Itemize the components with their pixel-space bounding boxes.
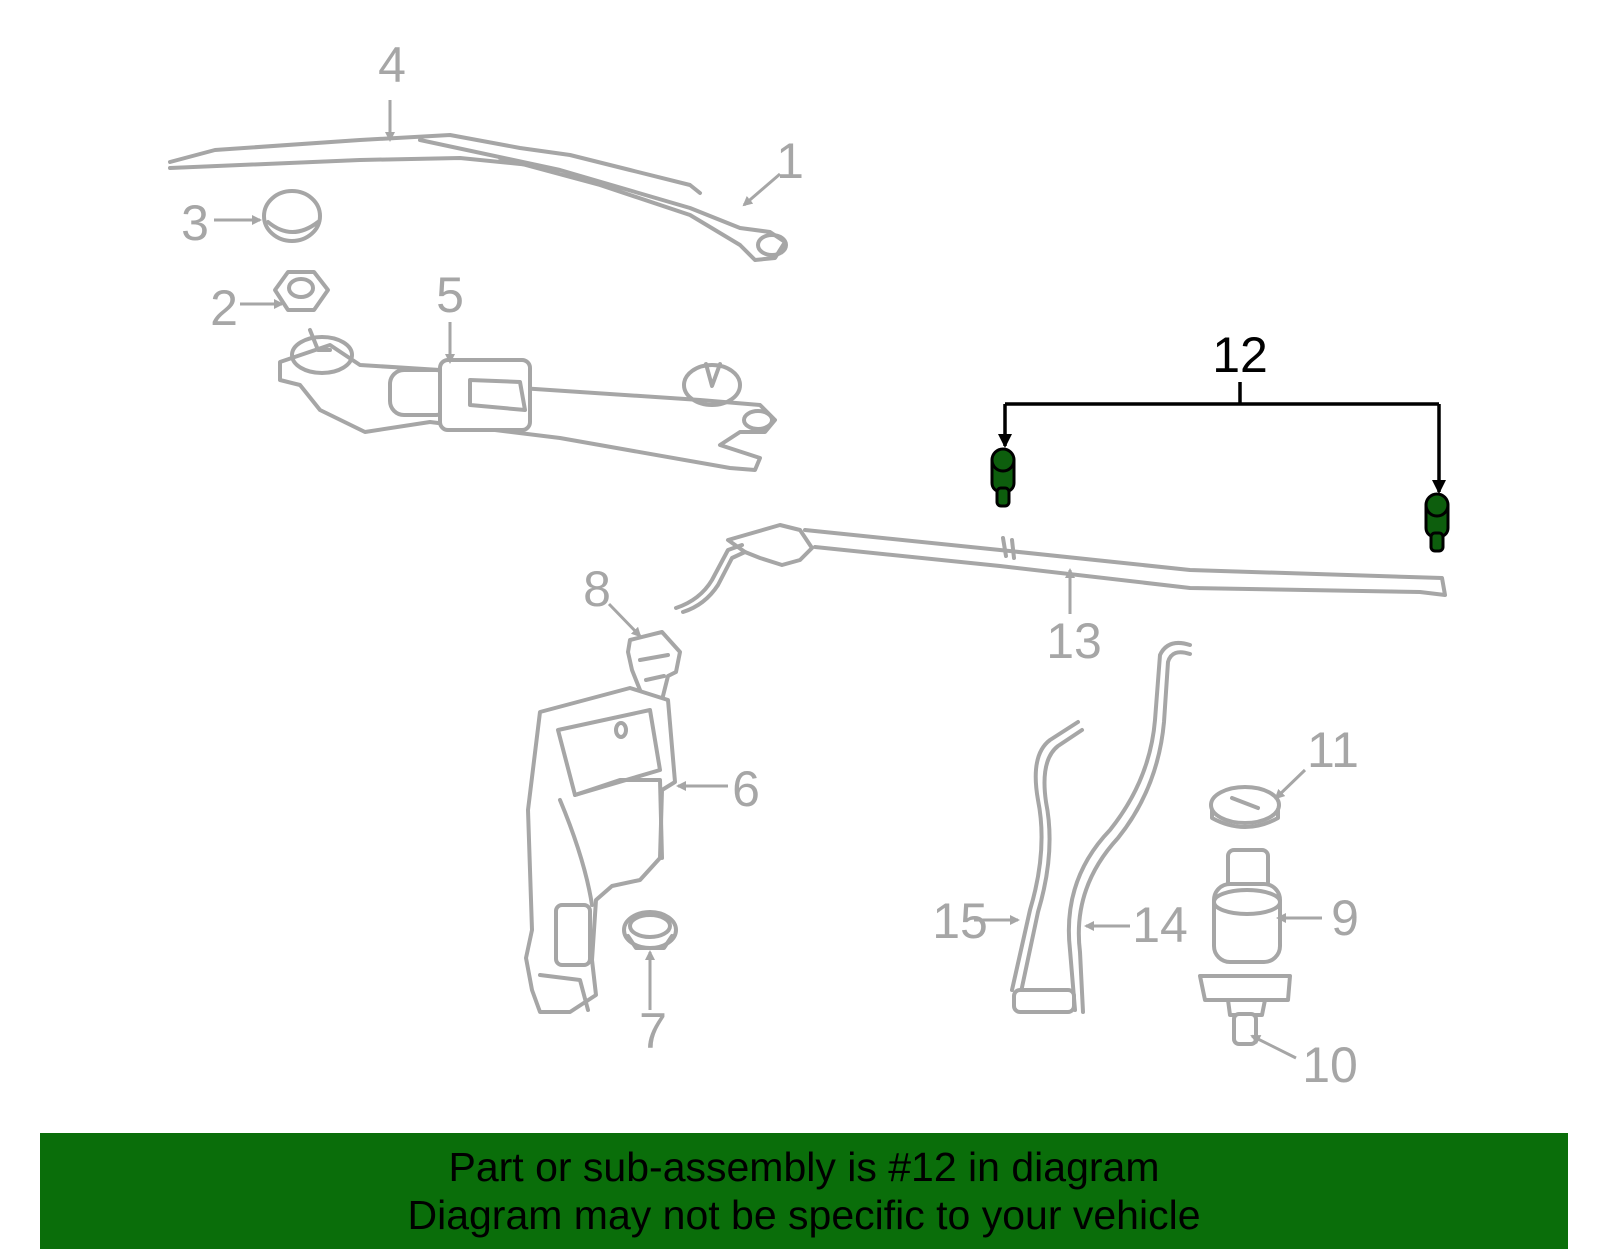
washer-hose-part	[674, 523, 1447, 614]
callout-1: 1	[776, 133, 804, 189]
callout-11: 11	[1307, 722, 1359, 778]
callout-6: 6	[732, 761, 760, 817]
wiper-arm-part	[418, 138, 788, 262]
washer-reservoir-part	[524, 686, 677, 1014]
washer-nozzle-left-part	[990, 447, 1016, 508]
callout-14: 14	[1132, 897, 1188, 953]
highlight-banner: Part or sub-assembly is #12 in diagram D…	[40, 1133, 1568, 1249]
wiper-blade-part	[168, 133, 702, 195]
callout-5: 5	[436, 267, 464, 323]
pump-seal-part	[1209, 785, 1281, 829]
banner-line-1: Part or sub-assembly is #12 in diagram	[448, 1144, 1160, 1190]
leader-8	[607, 602, 642, 638]
callout-4: 4	[378, 37, 406, 93]
leader-11	[1274, 768, 1307, 800]
washer-pump-part	[1198, 848, 1292, 1017]
banner-line-2: Diagram may not be specific to your vehi…	[407, 1192, 1201, 1238]
callout-12: 12	[1212, 327, 1268, 383]
washer-nozzle-right-part	[1424, 492, 1450, 553]
callout-13: 13	[1046, 613, 1102, 669]
leader-12-bracket	[998, 382, 1446, 494]
callout-3: 3	[181, 195, 209, 251]
hose-14-part	[1066, 641, 1192, 1014]
callout-9: 9	[1331, 890, 1359, 946]
callout-2: 2	[210, 280, 238, 336]
callout-8: 8	[583, 561, 611, 617]
wiper-arm-cap-part	[262, 189, 322, 243]
callout-7: 7	[639, 1003, 667, 1059]
callout-10: 10	[1302, 1037, 1358, 1093]
pump-outlet-part	[1232, 1012, 1258, 1046]
grommet-part	[622, 910, 678, 950]
hose-15-part	[1010, 720, 1084, 1014]
wiper-motor-linkage-part	[278, 328, 777, 472]
nut-part	[273, 270, 330, 312]
callout-15: 15	[932, 893, 988, 949]
leader-10	[1250, 1034, 1297, 1060]
leader-1	[742, 172, 781, 207]
